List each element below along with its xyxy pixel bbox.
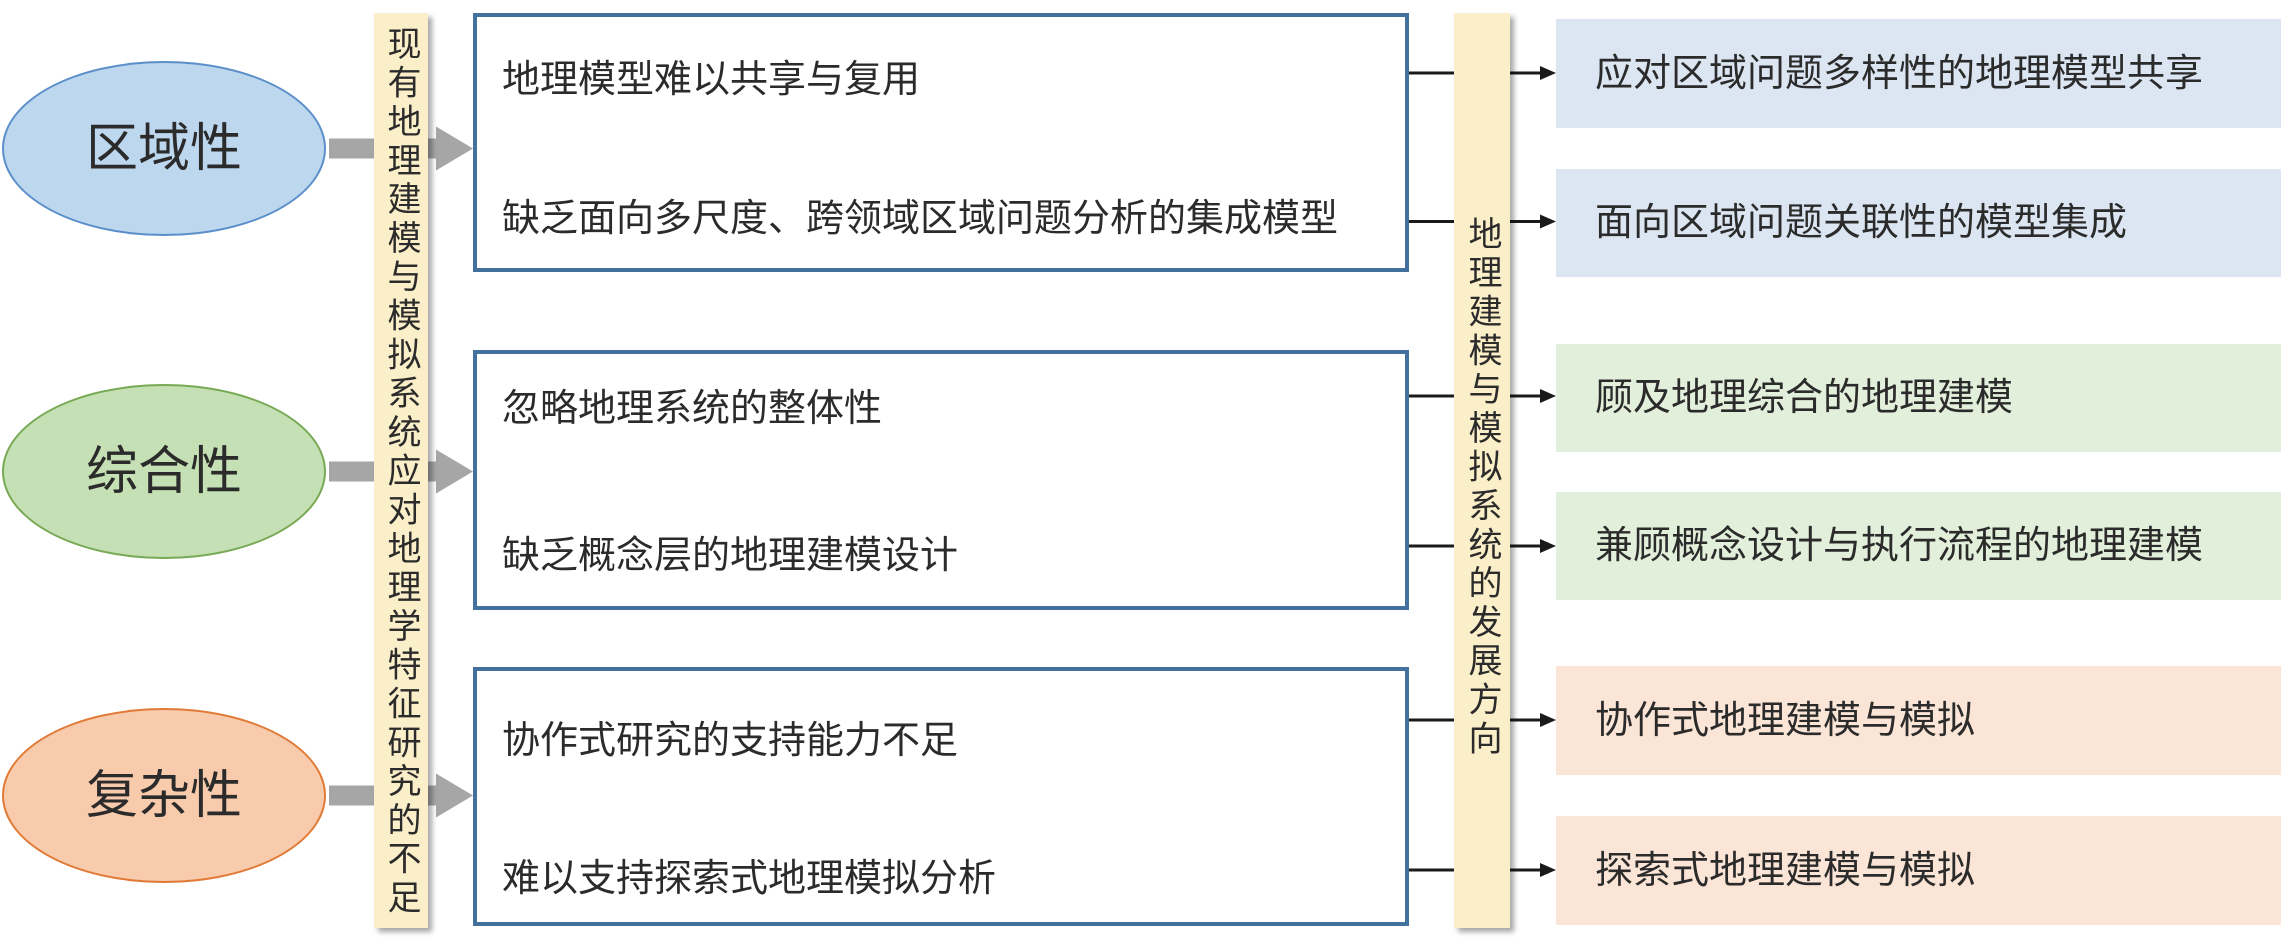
shortcoming-item: 协作式研究的支持能力不足 — [502, 718, 959, 762]
shortcomings-title: 现有地理建模与模拟系统应对地理学特征研究的不足 — [381, 26, 421, 919]
shortcoming-item: 难以支持探索式地理模拟分析 — [502, 856, 997, 900]
shortcoming-item: 忽略地理系统的整体性 — [502, 386, 883, 430]
shortcoming-item: 缺乏概念层的地理建模设计 — [502, 533, 959, 577]
characteristic-complexity: 复杂性 — [2, 708, 326, 883]
direction-item-3: 顾及地理综合的地理建模 — [1556, 344, 2281, 452]
arrow-head — [436, 126, 473, 171]
direction-arrow-head-6 — [1540, 863, 1556, 877]
direction-label: 兼顾概念设计与执行流程的地理建模 — [1595, 523, 2204, 568]
characteristic-regional: 区域性 — [2, 61, 326, 236]
shortcoming-group-1: 地理模型难以共享与复用 缺乏面向多尺度、跨领域区域问题分析的集成模型 — [473, 13, 1409, 272]
directions-title-bar: 地理建模与模拟系统的发展方向 — [1454, 13, 1510, 928]
shortcoming-group-2: 忽略地理系统的整体性 缺乏概念层的地理建模设计 — [473, 350, 1409, 610]
shortcoming-item: 地理模型难以共享与复用 — [502, 57, 921, 101]
direction-label: 顾及地理综合的地理建模 — [1595, 375, 2014, 420]
arrow-head — [436, 449, 473, 494]
characteristic-comprehensive: 综合性 — [2, 384, 326, 559]
direction-item-5: 协作式地理建模与模拟 — [1556, 666, 2281, 775]
shortcoming-group-3: 协作式研究的支持能力不足 难以支持探索式地理模拟分析 — [473, 667, 1409, 926]
characteristic-label: 复杂性 — [85, 765, 242, 826]
characteristic-label: 区域性 — [85, 118, 242, 179]
direction-arrow-head-1 — [1540, 66, 1556, 80]
direction-item-6: 探索式地理建模与模拟 — [1556, 816, 2281, 925]
direction-label: 应对区域问题多样性的地理模型共享 — [1595, 50, 2204, 95]
direction-arrow-head-5 — [1540, 713, 1556, 727]
direction-arrow-head-4 — [1540, 539, 1556, 553]
direction-arrow-head-3 — [1540, 389, 1556, 403]
direction-item-4: 兼顾概念设计与执行流程的地理建模 — [1556, 492, 2281, 600]
shortcoming-item: 缺乏面向多尺度、跨领域区域问题分析的集成模型 — [502, 196, 1339, 240]
directions-title: 地理建模与模拟系统的发展方向 — [1462, 216, 1502, 760]
direction-item-2: 面向区域问题关联性的模型集成 — [1556, 169, 2281, 277]
arrow-head — [436, 773, 473, 818]
shortcomings-title-bar: 现有地理建模与模拟系统应对地理学特征研究的不足 — [374, 13, 428, 928]
direction-arrow-head-2 — [1540, 214, 1556, 229]
direction-label: 面向区域问题关联性的模型集成 — [1595, 200, 2128, 245]
direction-label: 协作式地理建模与模拟 — [1595, 697, 1976, 742]
direction-item-1: 应对区域问题多样性的地理模型共享 — [1556, 19, 2281, 128]
direction-label: 探索式地理建模与模拟 — [1595, 847, 1976, 892]
characteristic-label: 综合性 — [85, 441, 242, 502]
